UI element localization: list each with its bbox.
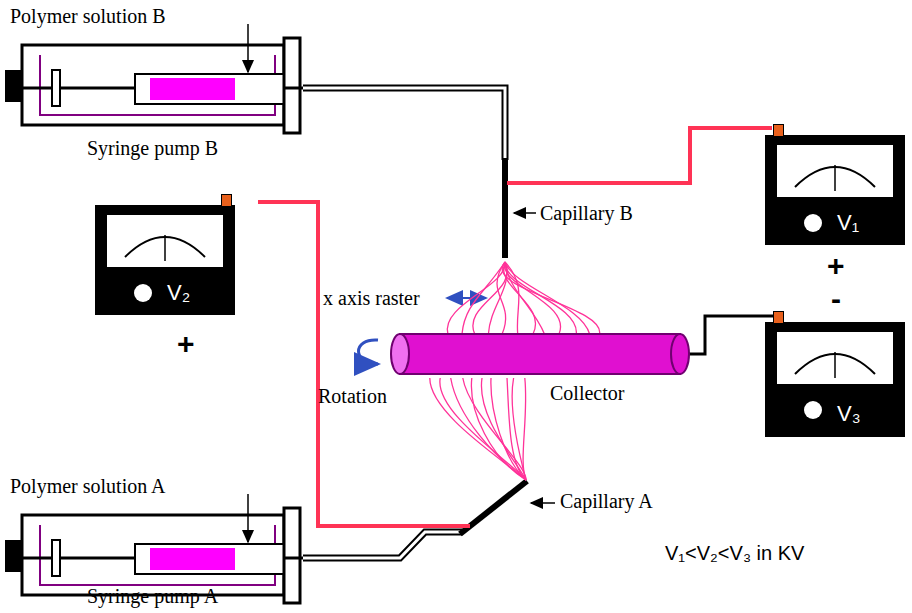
fiber — [473, 262, 507, 334]
fiber — [430, 378, 526, 480]
fiber — [447, 262, 505, 334]
fiber — [512, 378, 526, 480]
fiber — [507, 378, 526, 480]
meter-needle — [834, 165, 836, 191]
node-text: Polymer solution A — [10, 475, 166, 497]
voltage-source: V₂+ — [95, 205, 235, 315]
node-text: Syringe pump A — [87, 585, 218, 607]
drum-end — [671, 334, 689, 374]
node-text: Syringe pump B — [87, 137, 218, 159]
fiber — [440, 378, 526, 480]
meter-window — [777, 332, 893, 384]
meter-face — [765, 135, 905, 245]
node-text: V₁ — [837, 211, 859, 235]
meter-knob — [804, 214, 822, 232]
fiber — [505, 262, 576, 334]
label-text: Rotation — [318, 385, 387, 407]
node-text: V₂ — [167, 281, 190, 305]
drum-end — [391, 334, 409, 374]
fiber — [463, 378, 526, 480]
node-text: + — [177, 327, 195, 360]
node-text: Collector — [550, 382, 624, 404]
syringe-pump: Polymer solution BSyringe pump B — [5, 35, 305, 135]
fiber — [451, 378, 526, 480]
voltage-source: V₁+ — [765, 135, 905, 245]
collector-drum: Collector — [385, 330, 695, 378]
meter-knob — [804, 401, 822, 419]
syringe-pump: Polymer solution ASyringe pump A — [5, 505, 305, 585]
fiber — [491, 378, 526, 480]
meter-needle — [834, 352, 836, 378]
terminal — [773, 124, 784, 137]
node-text: - — [831, 282, 841, 315]
meter-face — [95, 205, 235, 315]
collector-shape — [385, 330, 695, 378]
node-text: V₃ — [837, 402, 861, 426]
meter-needle — [164, 235, 166, 261]
meter-window — [107, 215, 223, 267]
label-text: x axis raster — [323, 287, 420, 309]
fiber — [481, 378, 526, 480]
fiber — [523, 378, 526, 480]
node-text: Polymer solution B — [10, 5, 166, 27]
meter-face — [765, 322, 905, 437]
fiber — [502, 262, 599, 334]
meter-window — [777, 145, 893, 197]
voltage-source: V₃- — [765, 322, 905, 437]
node-text: + — [827, 249, 845, 282]
terminal — [221, 194, 232, 207]
meter-knob — [134, 284, 152, 302]
label-text: Capillary A — [560, 490, 653, 512]
label-text: V₁<V₂<V₃ in KV — [665, 542, 804, 564]
fiber — [462, 262, 505, 334]
drum-body — [400, 334, 680, 374]
terminal — [773, 311, 784, 324]
fiber — [471, 378, 526, 480]
label-text: Capillary B — [540, 202, 633, 224]
